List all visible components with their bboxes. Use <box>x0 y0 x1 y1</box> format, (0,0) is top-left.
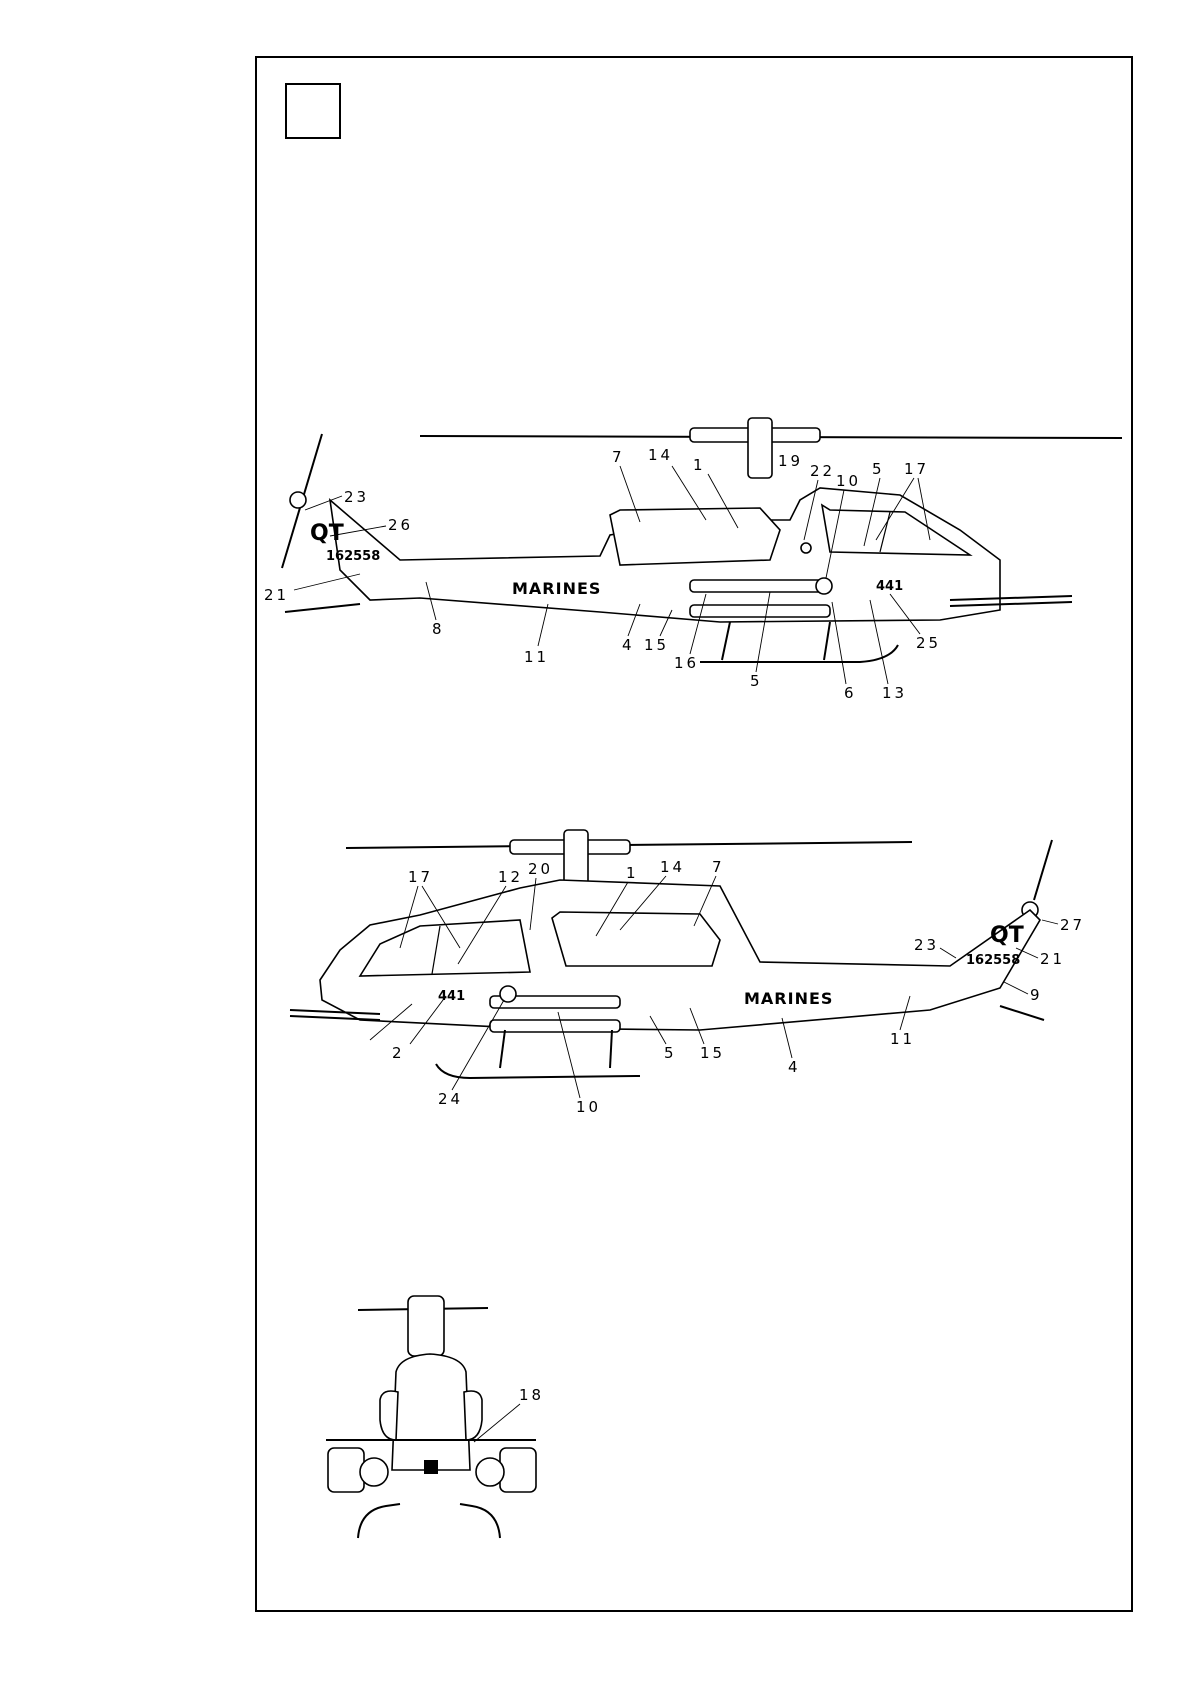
tail-rotor-blade <box>1034 840 1052 900</box>
callout: 23 <box>914 936 939 954</box>
callout: 4 <box>788 1058 801 1076</box>
side-view-left: QT 162558 MARINES 441 17 12 20 1 14 7 23… <box>290 830 1085 1116</box>
side-view-right: QT 162558 MARINES 441 7 14 1 19 22 10 5 … <box>264 418 1122 702</box>
landing-skid <box>700 645 898 662</box>
callout: 7 <box>612 448 625 466</box>
fuselage-front <box>392 1354 470 1470</box>
callout: 17 <box>408 868 433 886</box>
skid-strut <box>722 622 730 660</box>
serial-decal: 162558 <box>326 549 380 564</box>
callout: 16 <box>674 654 699 672</box>
engine-nacelle <box>610 508 780 565</box>
callout: 22 <box>810 462 835 480</box>
callout: 27 <box>1060 916 1085 934</box>
callout: 5 <box>750 672 763 690</box>
callout: 5 <box>664 1044 677 1062</box>
callout: 21 <box>264 586 289 604</box>
callout: 10 <box>576 1098 601 1116</box>
callout: 1 <box>693 456 706 474</box>
unit-code-decal: QT <box>310 521 344 546</box>
national-insignia <box>801 543 811 553</box>
rocket-pod-left <box>328 1448 364 1492</box>
rocket-launcher-left <box>360 1458 388 1486</box>
service-decal: MARINES <box>744 989 833 1008</box>
callout: 11 <box>890 1030 915 1048</box>
callout: 14 <box>660 858 685 876</box>
tail-skid <box>1000 1006 1044 1020</box>
skid-left <box>358 1504 400 1538</box>
callout: 17 <box>904 460 929 478</box>
front-view: 18 <box>326 1296 544 1538</box>
aircraft-number-decal: 441 <box>876 579 903 594</box>
callout: 18 <box>519 1386 544 1404</box>
callout: 1 <box>626 864 639 882</box>
callout: 11 <box>524 648 549 666</box>
skid-right <box>460 1504 500 1538</box>
callout: 7 <box>712 858 725 876</box>
callout: 23 <box>344 488 369 506</box>
rotor-mast <box>748 418 772 478</box>
callout: 15 <box>644 636 669 654</box>
rocket-pod <box>690 580 830 592</box>
rocket-pod-right <box>500 1448 536 1492</box>
callout: 20 <box>528 860 553 878</box>
callout: 9 <box>1030 986 1043 1004</box>
callout: 24 <box>438 1090 463 1108</box>
service-decal: MARINES <box>512 579 601 598</box>
tail-rotor-hub <box>290 492 306 508</box>
skid-strut <box>824 622 830 660</box>
callout: 13 <box>882 684 907 702</box>
rotor-mast <box>408 1296 444 1356</box>
callout: 14 <box>648 446 673 464</box>
skid-strut <box>610 1030 612 1068</box>
engine-nacelle <box>552 912 720 966</box>
national-insignia <box>500 986 516 1002</box>
callout: 5 <box>872 460 885 478</box>
rocket-pod <box>490 1020 620 1032</box>
callout: 15 <box>700 1044 725 1062</box>
nose-sensor <box>424 1460 438 1474</box>
callout: 12 <box>498 868 523 886</box>
tail-skid <box>285 604 360 612</box>
intake-left <box>380 1391 398 1440</box>
unit-code-decal: QT <box>990 923 1024 948</box>
callout: 6 <box>844 684 857 702</box>
rocket-pod <box>690 605 830 617</box>
callout: 10 <box>836 472 861 490</box>
rocket-launcher-right <box>476 1458 504 1486</box>
callout: 19 <box>778 452 803 470</box>
callout: 4 <box>622 636 635 654</box>
callout: 21 <box>1040 950 1065 968</box>
callout: 2 <box>392 1044 405 1062</box>
national-insignia <box>816 578 832 594</box>
serial-decal: 162558 <box>966 953 1020 968</box>
callout: 26 <box>388 516 413 534</box>
skid-strut <box>500 1030 505 1068</box>
callout: 8 <box>432 620 445 638</box>
callout: 25 <box>916 634 941 652</box>
intake-right <box>464 1391 482 1440</box>
